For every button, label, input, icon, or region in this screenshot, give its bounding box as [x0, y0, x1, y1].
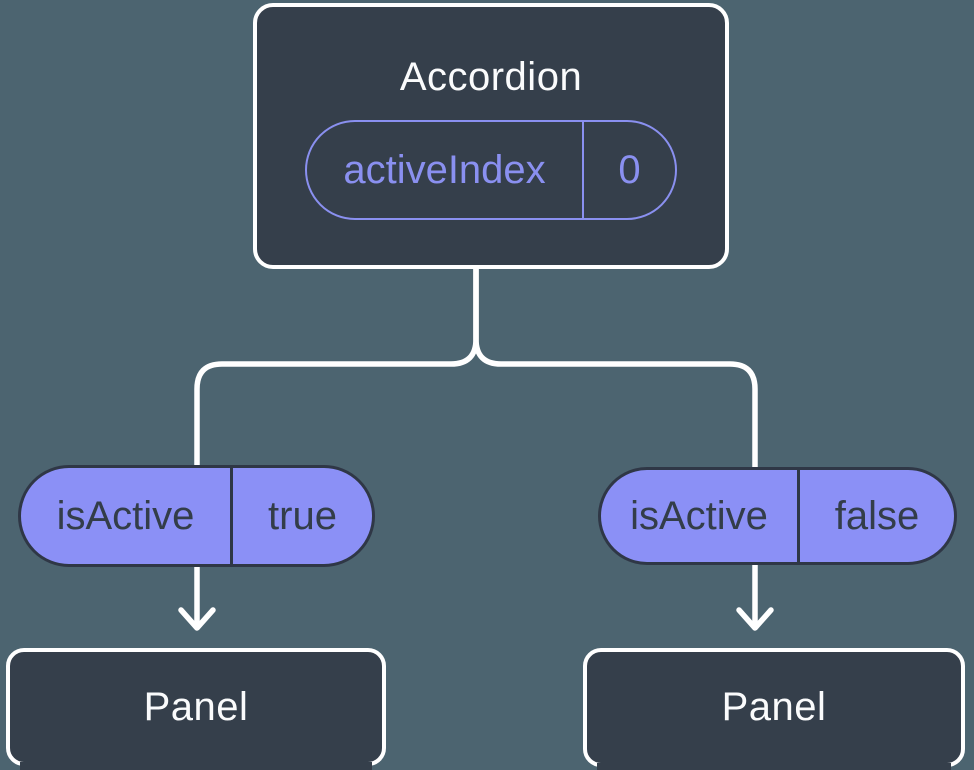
prop-name: isActive — [21, 468, 233, 564]
branch-line-left — [194, 263, 479, 471]
panel-node-title: Panel — [143, 684, 249, 729]
activeindex-state-pill: activeIndex 0 — [305, 120, 677, 220]
accordion-node: Accordion activeIndex 0 — [253, 3, 729, 269]
panel-node-left: Panel — [6, 648, 386, 770]
prop-value: false — [834, 493, 920, 538]
state-name: activeIndex — [307, 122, 584, 218]
prop-name: isActive — [601, 470, 800, 562]
accordion-node-title: Accordion — [399, 55, 583, 99]
panel-node-right: Panel — [583, 648, 965, 770]
state-value: 0 — [618, 147, 641, 192]
down-arrow-left-icon — [178, 564, 216, 631]
prop-value: true — [268, 493, 337, 538]
panel-node-title: Panel — [721, 685, 827, 729]
isactive-prop-pill-right: isActive false — [598, 467, 957, 565]
down-arrow-right-icon — [736, 562, 774, 631]
branch-line-right — [473, 263, 758, 473]
isactive-prop-pill-left: isActive true — [18, 465, 375, 567]
